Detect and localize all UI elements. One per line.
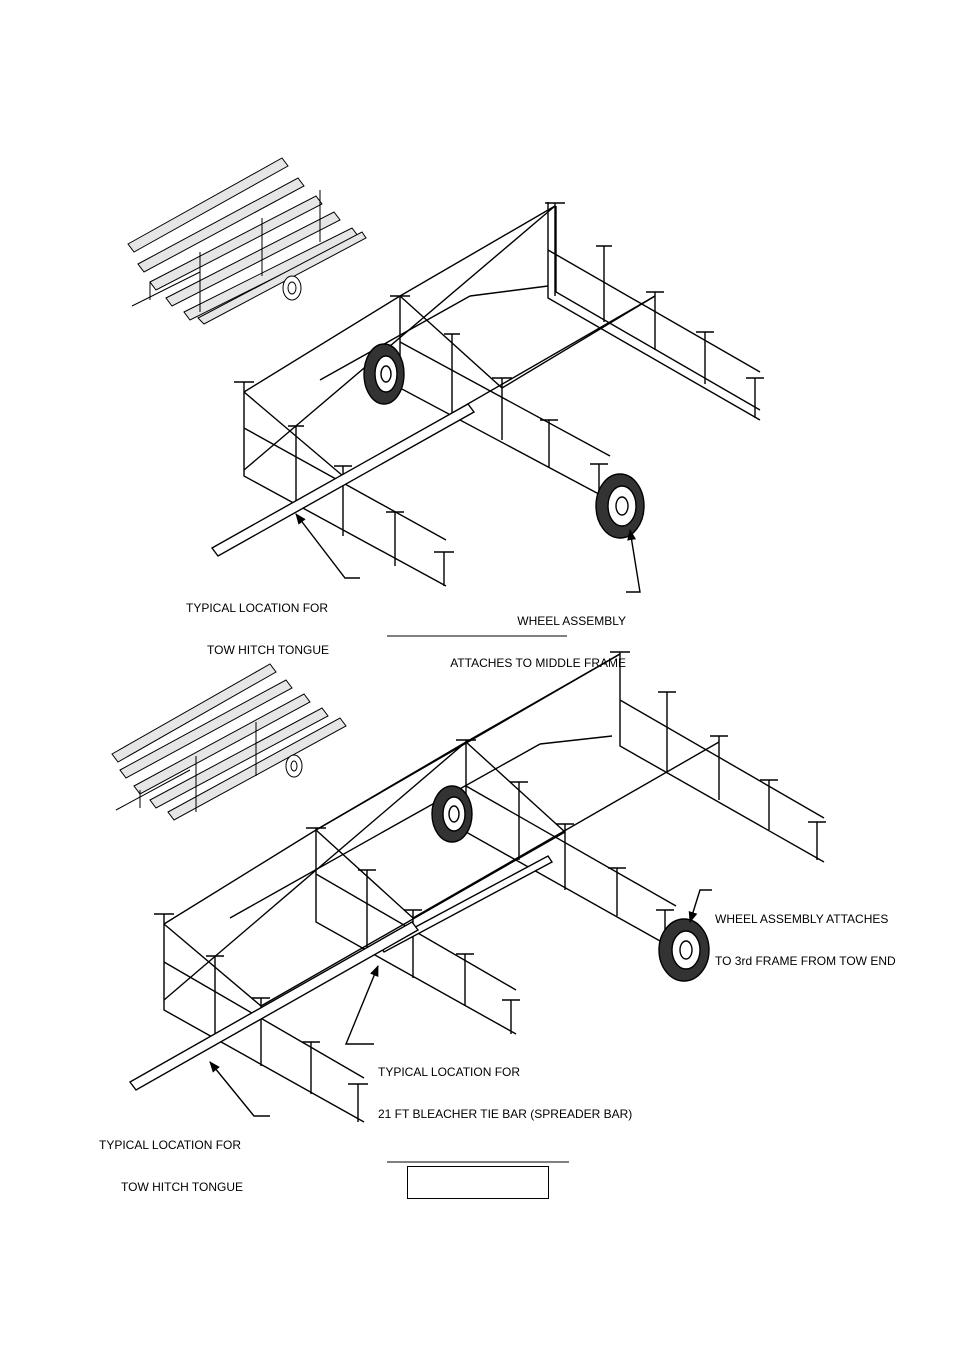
- tie-bar-callout-line1: TYPICAL LOCATION FOR: [378, 1065, 521, 1079]
- diagram-2: [111, 651, 826, 1123]
- wheel-assembly-callout-1-line1: WHEEL ASSEMBLY: [517, 614, 626, 628]
- wheel-assembly-callout-2-line1: WHEEL ASSEMBLY ATTACHES: [715, 912, 889, 926]
- wheel-1a: [363, 343, 405, 405]
- tie-bar-callout-line2: 21 FT BLEACHER TIE BAR (SPREADER BAR): [378, 1107, 633, 1121]
- wheel-assembly-callout-2: WHEEL ASSEMBLY ATTACHES TO 3rd FRAME FRO…: [715, 884, 896, 982]
- wheel-assembly-callout-2-line2: TO 3rd FRAME FROM TOW END: [715, 954, 896, 968]
- tie-bar-callout: TYPICAL LOCATION FOR 21 FT BLEACHER TIE …: [378, 1037, 632, 1135]
- tow-hitch-callout-2-line1: TYPICAL LOCATION FOR: [99, 1138, 242, 1152]
- tow-hitch-callout-1: TYPICAL LOCATION FOR TOW HITCH TONGUE: [186, 573, 336, 671]
- bleacher-thumbnail-2: [111, 663, 347, 821]
- wheel-assembly-callout-1-line2: ATTACHES TO MIDDLE FRAME: [450, 656, 626, 670]
- tow-hitch-callout-1-line2: TOW HITCH TONGUE: [207, 643, 330, 657]
- wheel-2a: [431, 785, 473, 843]
- wheel-1b: [595, 473, 645, 539]
- bleacher-thumbnail-1: [127, 157, 367, 325]
- wheel-2b: [658, 918, 710, 982]
- diagram-1: [127, 157, 764, 593]
- figure-caption-box: [407, 1166, 549, 1199]
- tow-hitch-callout-2: TYPICAL LOCATION FOR TOW HITCH TONGUE: [99, 1110, 243, 1208]
- wheel-assembly-callout-1: WHEEL ASSEMBLY ATTACHES TO MIDDLE FRAME: [436, 586, 626, 684]
- tow-hitch-callout-2-line2: TOW HITCH TONGUE: [121, 1180, 244, 1194]
- tow-hitch-callout-1-line1: TYPICAL LOCATION FOR: [186, 601, 329, 615]
